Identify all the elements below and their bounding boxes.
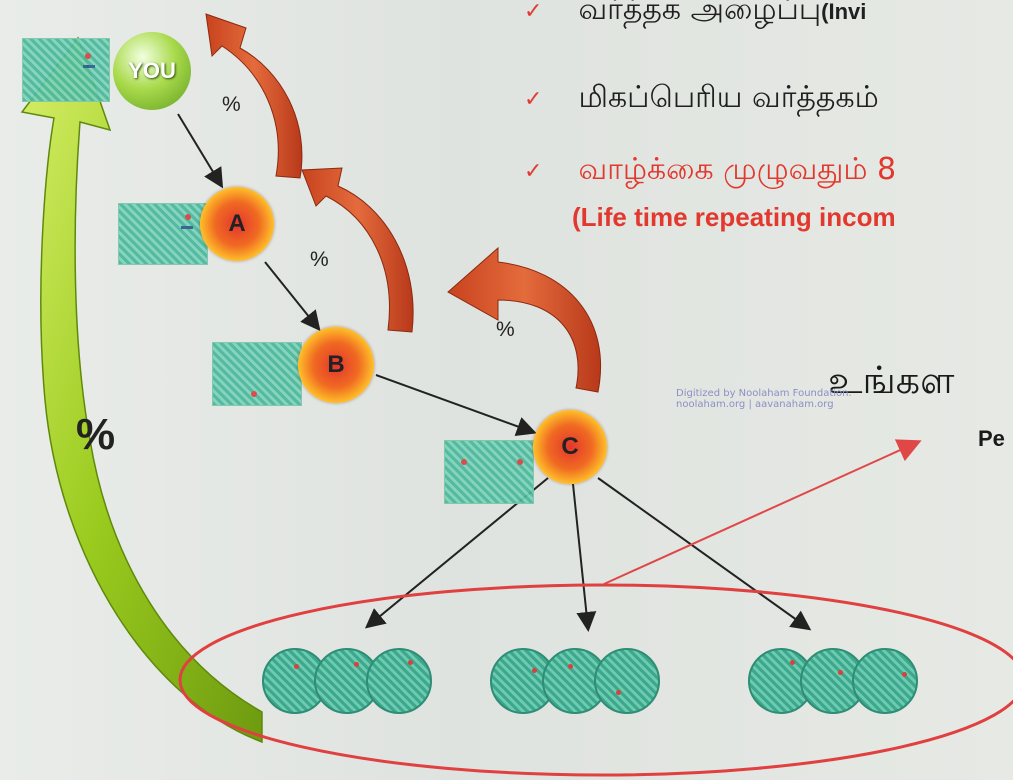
bullet-big-business: ✓ மிகப்பெரிய வர்த்தகம்	[524, 80, 879, 119]
curled-arrow-2	[301, 167, 414, 333]
card-tile-a	[118, 203, 208, 265]
arrow-c-right	[597, 477, 812, 631]
percent-label-2: %	[310, 248, 329, 271]
bullet-lifetime-income: ✓ வாழ்க்கை முழுவதும் 8	[524, 152, 896, 191]
arrow-a-b	[264, 261, 321, 332]
lifetime-income-subtitle: (Life time repeating incom	[572, 202, 896, 232]
arrow-b-c	[375, 374, 537, 436]
check-icon: ✓	[524, 0, 543, 24]
curled-arrow-3	[447, 246, 602, 393]
card-tile-b	[212, 342, 302, 406]
check-icon: ✓	[524, 159, 543, 184]
card-coin	[800, 648, 866, 714]
node-you: YOU	[113, 32, 191, 110]
node-b: B	[298, 327, 374, 403]
bullet-bold-text: (Invi	[821, 0, 867, 24]
arrow-you-a	[177, 113, 224, 189]
card-coin	[314, 648, 380, 714]
curled-arrow-1	[205, 13, 303, 179]
downline-ellipse	[178, 583, 1013, 777]
section-heading: உங்கள	[828, 358, 955, 402]
bullet-text: வர்த்தக அழைப்பு	[578, 0, 822, 27]
arrow-c-middle	[572, 483, 597, 632]
section-subheading: Pe	[978, 426, 1005, 451]
downline-group-right	[748, 648, 918, 714]
card-tile-you	[22, 38, 110, 102]
card-coin	[852, 648, 918, 714]
bullet-text: மிகப்பெரிய வர்த்தகம்	[578, 80, 879, 115]
bullet-invitation: ✓ வர்த்தக அழைப்பு (Invi	[524, 0, 866, 31]
downline-group-left	[262, 648, 432, 714]
watermark-line-1: Digitized by Noolaham Foundation.	[676, 388, 852, 399]
card-tile-c	[444, 440, 534, 504]
node-c: C	[533, 410, 607, 484]
red-connector	[603, 439, 922, 585]
watermark-line-2: noolaham.org | aavanaham.org	[676, 399, 834, 410]
watermark: Digitized by Noolaham Foundation. noolah…	[676, 388, 852, 410]
bullet-text: வாழ்க்கை முழுவதும் 8	[578, 152, 897, 187]
percent-label-1: %	[222, 93, 241, 116]
percent-label-big: %	[76, 410, 116, 459]
card-coin	[542, 648, 608, 714]
check-icon: ✓	[524, 87, 543, 112]
card-coin	[366, 648, 432, 714]
node-a: A	[200, 187, 274, 261]
percent-label-3: %	[496, 318, 515, 341]
downline-group-middle	[490, 648, 660, 714]
card-coin	[594, 648, 660, 714]
